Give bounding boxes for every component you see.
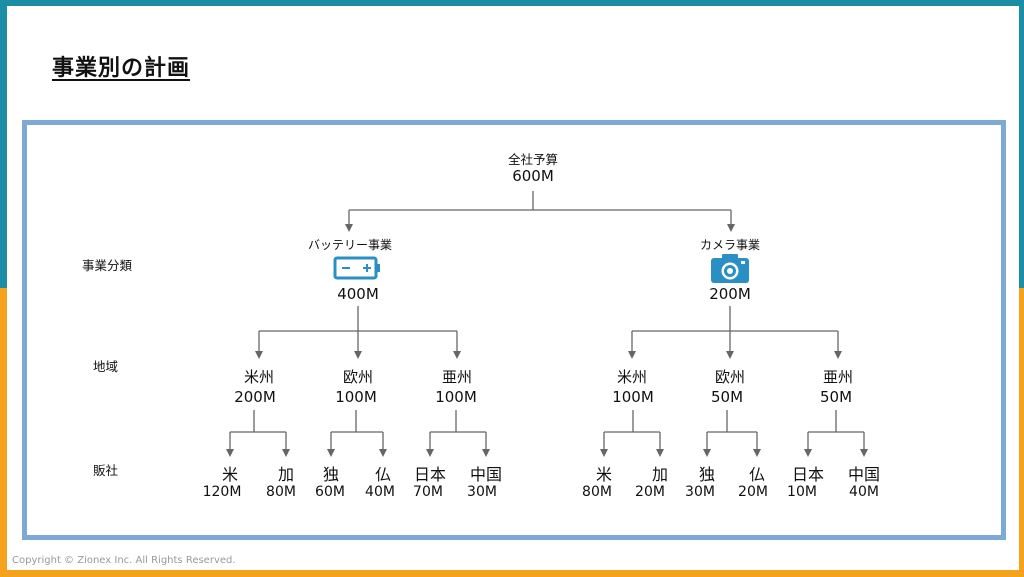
battery-region-americas-amount: 200M — [234, 388, 276, 406]
c-asia-leaf-cn-amount: 40M — [849, 484, 879, 500]
camera-node-label: カメラ事業 — [699, 238, 761, 252]
c-europe-leaf-de-name: 独 — [698, 465, 716, 484]
battery-region-europe-name: 欧州 — [342, 368, 374, 386]
b-europe-leaf-de-amount: 60M — [315, 484, 345, 500]
battery-region-europe-amount: 100M — [335, 388, 377, 406]
c-asia-leaf-jp-amount: 10M — [787, 484, 817, 500]
camera-icon — [711, 254, 749, 283]
b-asia-leaf-cn-amount: 30M — [467, 484, 497, 500]
b-americas-leaf-ca-name: 加 — [277, 465, 295, 484]
camera-region-asia-amount: 50M — [819, 388, 853, 406]
battery-node-amount: 400M — [337, 285, 379, 303]
connector-c-americas-leaves — [603, 410, 661, 452]
battery-node-label: バッテリー事業 — [307, 238, 393, 252]
b-americas-leaf-ca-amount: 80M — [266, 484, 296, 500]
frame-top-edge — [0, 0, 1024, 6]
camera-region-europe-amount: 50M — [710, 388, 744, 406]
root-node-label: 全社予算 — [507, 152, 559, 167]
battery-region-americas-name: 米州 — [243, 368, 275, 386]
frame-left-edge-teal — [0, 0, 7, 288]
b-americas-leaf-us-amount: 120M — [202, 484, 242, 500]
c-americas-leaf-ca-name: 加 — [651, 465, 669, 484]
c-europe-leaf-de-amount: 30M — [685, 484, 715, 500]
frame-right-edge-orange — [1019, 288, 1024, 577]
connector-b-americas-leaves — [229, 410, 287, 452]
c-asia-leaf-cn-name: 中国 — [847, 465, 881, 484]
b-europe-leaf-fr-name: 仏 — [374, 465, 392, 484]
copyright-notice: Copyright © Zionex Inc. All Rights Reser… — [12, 555, 236, 566]
b-europe-leaf-de-name: 独 — [322, 465, 340, 484]
page-title: 事業別の計画 — [52, 56, 191, 81]
camera-region-americas-amount: 100M — [612, 388, 654, 406]
c-americas-leaf-us-name: 米 — [595, 465, 613, 484]
connector-c-europe-leaves — [706, 410, 758, 452]
row-label-sales: 販社 — [93, 463, 119, 478]
battery-region-asia-amount: 100M — [435, 388, 477, 406]
connector-c-asia-leaves — [807, 410, 865, 452]
battery-icon — [333, 256, 380, 280]
frame-bottom-edge — [0, 570, 1024, 577]
camera-node-amount: 200M — [709, 285, 751, 303]
frame-left-edge-orange — [0, 288, 7, 577]
b-americas-leaf-us-name: 米 — [221, 465, 239, 484]
diagram-frame — [22, 120, 1006, 540]
root-node-amount: 600M — [512, 167, 554, 185]
row-label-segment: 事業分類 — [82, 258, 133, 273]
frame-right-edge-teal — [1019, 0, 1024, 288]
c-asia-leaf-jp-name: 日本 — [791, 465, 825, 484]
b-asia-leaf-jp-amount: 70M — [413, 484, 443, 500]
row-label-region: 地域 — [93, 359, 119, 374]
b-asia-leaf-jp-name: 日本 — [413, 465, 447, 484]
camera-region-asia-name: 亜州 — [822, 368, 854, 386]
b-europe-leaf-fr-amount: 40M — [365, 484, 395, 500]
b-asia-leaf-cn-name: 中国 — [469, 465, 503, 484]
c-americas-leaf-us-amount: 80M — [582, 484, 612, 500]
connector-b-europe-leaves — [330, 410, 384, 452]
battery-region-asia-name: 亜州 — [441, 368, 473, 386]
camera-region-europe-name: 欧州 — [714, 368, 746, 386]
c-europe-leaf-fr-amount: 20M — [738, 484, 768, 500]
c-americas-leaf-ca-amount: 20M — [635, 484, 665, 500]
c-europe-leaf-fr-name: 仏 — [748, 465, 766, 484]
connector-b-asia-leaves — [429, 410, 487, 452]
camera-region-americas-name: 米州 — [616, 368, 648, 386]
